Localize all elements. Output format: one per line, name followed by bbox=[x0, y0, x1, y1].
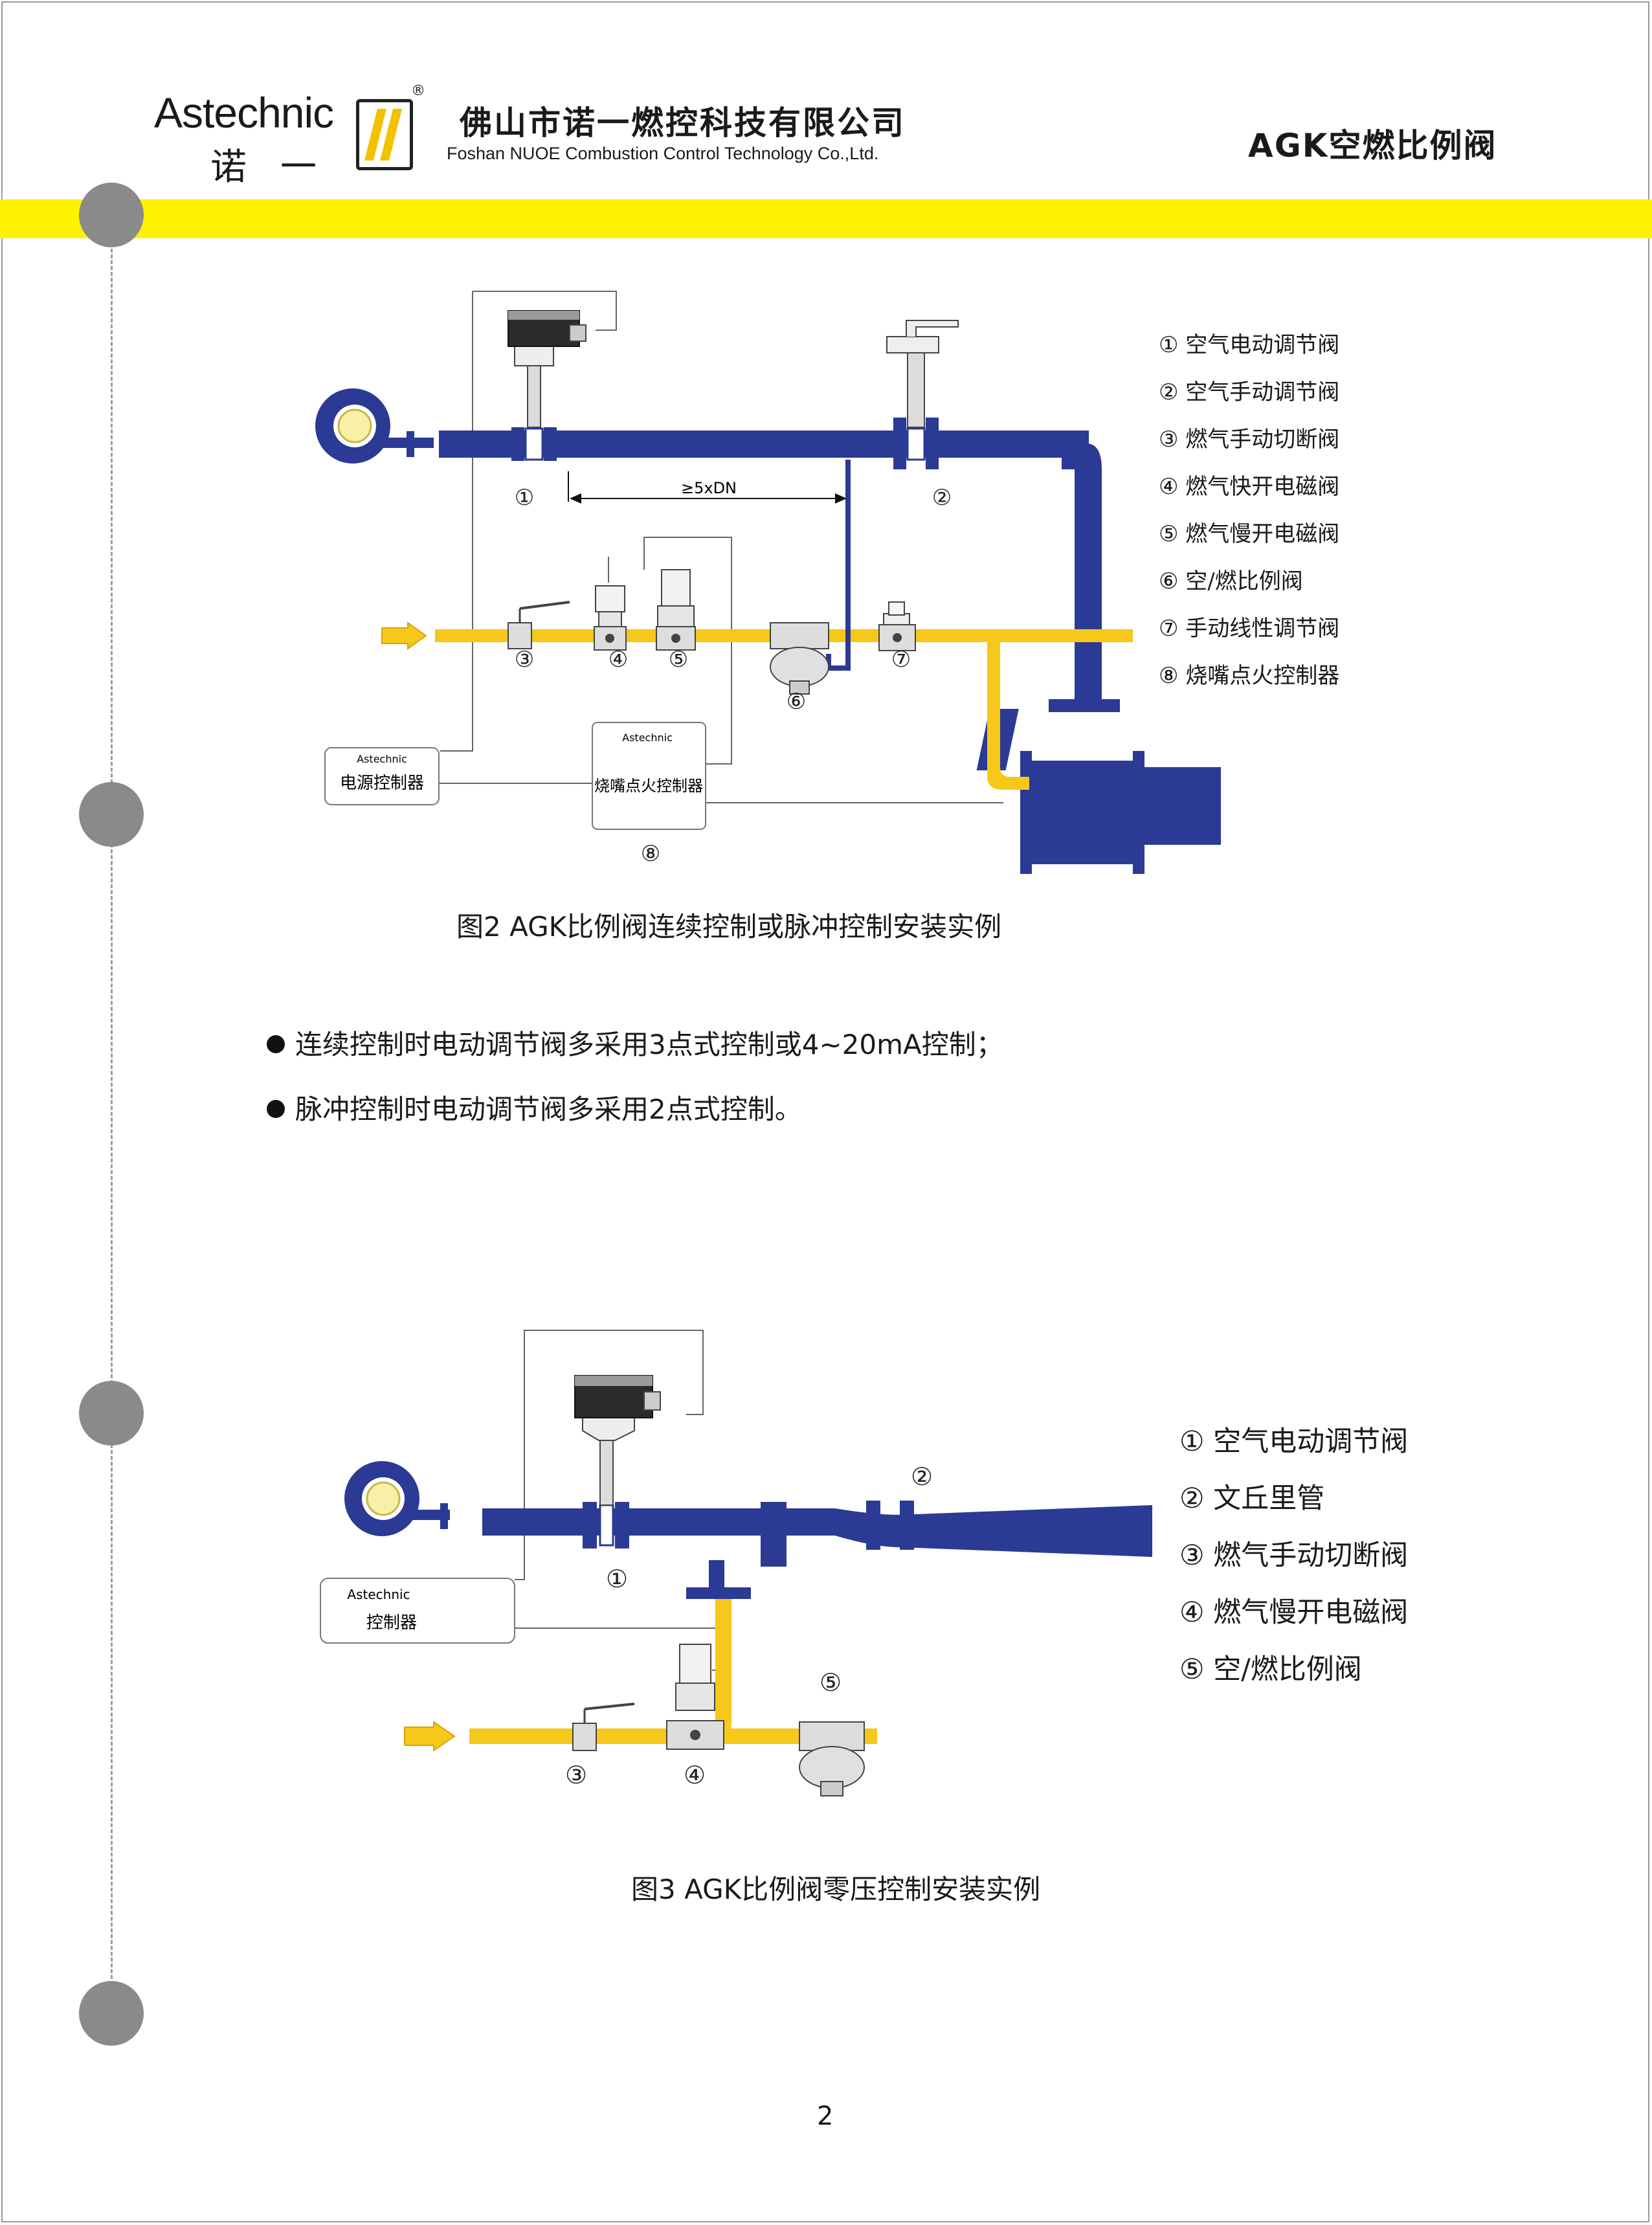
binding-dashed-line bbox=[111, 214, 113, 2020]
svg-text:Astechnic: Astechnic bbox=[622, 732, 673, 744]
controller-box: Astechnic 控制器 bbox=[320, 1578, 515, 1644]
marker: ⑥ bbox=[787, 689, 806, 715]
marker: ① bbox=[606, 1565, 628, 1593]
legend-item: ⑤ 燃气慢开电磁阀 bbox=[1159, 521, 1340, 547]
legend-item: ⑥ 空/燃比例阀 bbox=[1159, 568, 1303, 594]
air-electric-valve-body bbox=[599, 1504, 614, 1547]
legend-item: ⑦ 手动线性调节阀 bbox=[1159, 616, 1340, 642]
company-name-cn: 佛山市诺一燃控科技有限公司 bbox=[460, 104, 906, 142]
logo-chinese: 诺一 bbox=[210, 146, 350, 188]
legend-item: ① 空气电动调节阀 bbox=[1179, 1426, 1409, 1458]
legend-item: ① 空气电动调节阀 bbox=[1159, 332, 1340, 358]
gas-slow-solenoid-valve-icon bbox=[666, 1644, 724, 1750]
legend-item: ③ 燃气手动切断阀 bbox=[1159, 427, 1340, 453]
legend-item: ② 空气手动调节阀 bbox=[1159, 379, 1340, 405]
header-band bbox=[0, 199, 1652, 238]
air-gas-ratio-valve-icon bbox=[799, 1721, 865, 1796]
impulse-line bbox=[826, 460, 851, 671]
marker: ② bbox=[932, 485, 952, 511]
marker: ④ bbox=[608, 647, 628, 673]
bullet-icon bbox=[267, 1034, 285, 1053]
figure2-diagram: ≥5xDN Astechnic 电源控制器 Astechnic bbox=[315, 291, 1221, 874]
marker: ④ bbox=[684, 1761, 706, 1789]
binder-hole bbox=[79, 1981, 144, 2046]
logo-slash-icon bbox=[356, 99, 413, 170]
air-gas-ratio-valve-icon bbox=[770, 622, 829, 695]
svg-text:电源控制器: 电源控制器 bbox=[340, 774, 424, 793]
svg-text:Astechnic: Astechnic bbox=[357, 753, 407, 765]
legend-item: ④ 燃气快开电磁阀 bbox=[1159, 474, 1340, 500]
company-logo: Astechnic 诺一 ® bbox=[149, 83, 427, 188]
svg-text:控制器: 控制器 bbox=[366, 1613, 417, 1633]
marker: ⑤ bbox=[669, 647, 688, 673]
svg-text:Astechnic: Astechnic bbox=[347, 1587, 410, 1602]
figure2-caption: 图2 AGK比例阀连续控制或脉冲控制安装实例 bbox=[456, 911, 1002, 943]
logo-wordmark: Astechnic bbox=[154, 89, 334, 137]
product-title: AGK空燃比例阀 bbox=[1248, 127, 1497, 164]
marker: ⑧ bbox=[641, 841, 660, 867]
gas-manual-ball-valve-icon bbox=[508, 601, 570, 649]
page-number: 2 bbox=[817, 2101, 834, 2131]
air-electric-valve-icon bbox=[574, 1375, 661, 1506]
distance-label: ≥5xDN bbox=[681, 479, 737, 497]
figure3-caption: 图3 AGK比例阀零压控制安装实例 bbox=[631, 1873, 1041, 1905]
legend-item: ③ 燃气手动切断阀 bbox=[1179, 1539, 1409, 1572]
legend-item: ⑧ 烧嘴点火控制器 bbox=[1159, 663, 1340, 689]
bullet-item: 连续控制时电动调节阀多采用3点式控制或4~20mA控制； bbox=[267, 1023, 1003, 1062]
marker: ⑦ bbox=[891, 647, 911, 673]
legend-item: ⑤ 空/燃比例阀 bbox=[1179, 1653, 1362, 1686]
gas-manual-ball-valve-icon bbox=[572, 1703, 635, 1751]
gas-slow-solenoid-valve-icon bbox=[656, 569, 696, 651]
air-pipe bbox=[439, 430, 1221, 874]
legend-item: ④ 燃气慢开电磁阀 bbox=[1179, 1596, 1409, 1629]
power-controller-box: Astechnic 电源控制器 bbox=[324, 747, 440, 805]
air-pipe bbox=[482, 1501, 1152, 1599]
marker: ⑤ bbox=[820, 1668, 842, 1697]
air-electric-valve-icon bbox=[508, 310, 586, 461]
air-manual-valve-icon bbox=[886, 320, 959, 469]
ignition-controller-box: Astechnic 烧嘴点火控制器 bbox=[592, 722, 706, 830]
figure3-diagram: Astechnic 控制器 ① ② ③ ④ ⑤ bbox=[320, 1330, 1152, 1796]
manual-linear-valve-icon bbox=[878, 601, 916, 651]
marker: ③ bbox=[515, 647, 534, 673]
company-name-en: Foshan NUOE Combustion Control Technolog… bbox=[447, 144, 879, 163]
bullet-item: 脉冲控制时电动调节阀多采用2点式控制。 bbox=[267, 1088, 802, 1127]
distance-dimension: ≥5xDN bbox=[568, 471, 849, 504]
marker: ③ bbox=[565, 1761, 587, 1789]
figure3-markers: ① ② ③ ④ ⑤ bbox=[565, 1462, 933, 1789]
figure2-markers: ① ② ③ ④ ⑤ ⑥ ⑦ ⑧ bbox=[515, 485, 952, 867]
registered-mark: ® bbox=[411, 83, 425, 99]
svg-text:烧嘴点火控制器: 烧嘴点火控制器 bbox=[594, 777, 703, 795]
binder-hole bbox=[79, 1381, 144, 1446]
marker: ② bbox=[911, 1462, 933, 1491]
blower-fan-icon bbox=[344, 1461, 450, 1536]
gas-fast-solenoid-valve-icon bbox=[594, 585, 627, 651]
bullet-icon bbox=[267, 1099, 285, 1118]
marker: ① bbox=[515, 485, 534, 511]
blower-fan-icon bbox=[315, 388, 434, 464]
legend-item: ② 文丘里管 bbox=[1179, 1482, 1325, 1515]
binder-hole bbox=[79, 782, 144, 847]
binder-hole bbox=[79, 183, 144, 247]
